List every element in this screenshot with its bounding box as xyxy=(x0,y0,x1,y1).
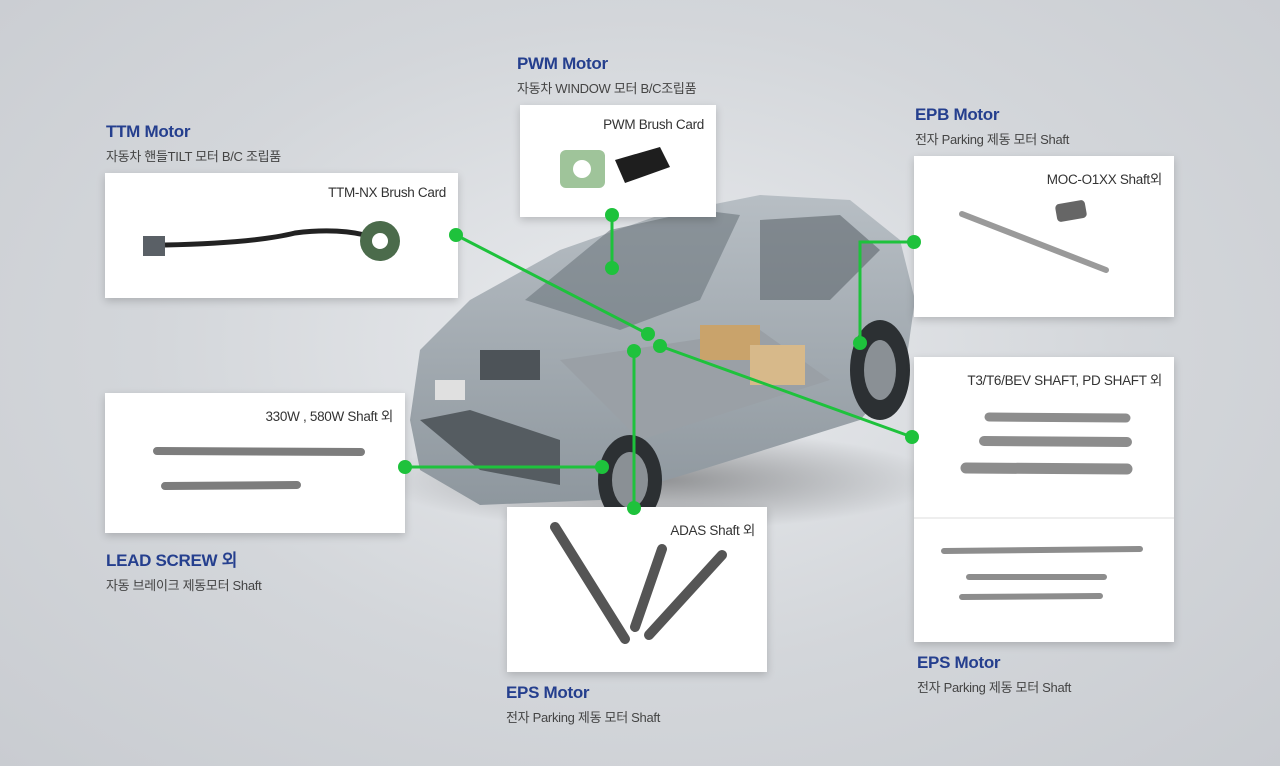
pwm-title: PWM Motor xyxy=(517,54,608,73)
epb-title: EPB Motor xyxy=(915,105,1000,124)
shaft-image xyxy=(914,412,1174,600)
eps-right-heading: EPS Motor 전자 Parking 제동 모터 Shaft xyxy=(917,653,1071,696)
t3-card: T3/T6/BEV SHAFT, PD SHAFT 외 xyxy=(914,357,1174,642)
lead-subtitle: 자동 브레이크 제동모터 Shaft xyxy=(106,578,262,593)
ttm-heading: TTM Motor 자동차 핸들TILT 모터 B/C 조립품 xyxy=(106,122,281,165)
pwm-caption: PWM Brush Card xyxy=(603,117,704,132)
lead-heading: LEAD SCREW 외 자동 브레이크 제동모터 Shaft xyxy=(106,546,262,594)
epb-caption: MOC-O1XX Shaft외 xyxy=(1046,172,1163,187)
shaft-image xyxy=(153,447,365,490)
pwm-card: PWM Brush Card xyxy=(520,105,716,217)
brush-card-image xyxy=(560,147,670,188)
eps-right-title: EPS Motor xyxy=(917,653,1001,672)
lead-card: 330W , 580W Shaft 외 xyxy=(105,393,405,533)
eps-right-subtitle: 전자 Parking 제동 모터 Shaft xyxy=(917,680,1072,695)
lead-title: LEAD SCREW 외 xyxy=(106,551,238,570)
lead-caption: 330W , 580W Shaft 외 xyxy=(265,409,393,424)
epb-card: MOC-O1XX Shaft외 xyxy=(914,156,1174,317)
epb-heading: EPB Motor 전자 Parking 제동 모터 Shaft xyxy=(915,105,1069,148)
pwm-subtitle: 자동차 WINDOW 모터 B/C조립품 xyxy=(517,81,697,96)
ttm-title: TTM Motor xyxy=(106,122,191,141)
shaft-image xyxy=(550,522,727,644)
epb-subtitle: 전자 Parking 제동 모터 Shaft xyxy=(915,132,1070,147)
adas-title: EPS Motor xyxy=(506,683,590,702)
adas-card: ADAS Shaft 외 xyxy=(507,507,767,672)
adas-caption: ADAS Shaft 외 xyxy=(670,523,755,538)
adas-heading: EPS Motor 전자 Parking 제동 모터 Shaft xyxy=(506,683,660,726)
brush-card-image xyxy=(143,221,400,261)
shaft-image xyxy=(959,200,1109,273)
ttm-caption: TTM-NX Brush Card xyxy=(328,185,446,200)
t3-caption: T3/T6/BEV SHAFT, PD SHAFT 외 xyxy=(967,373,1162,388)
ttm-subtitle: 자동차 핸들TILT 모터 B/C 조립품 xyxy=(106,149,281,164)
pwm-heading: PWM Motor 자동차 WINDOW 모터 B/C조립품 xyxy=(517,54,697,97)
ttm-card: TTM-NX Brush Card xyxy=(105,173,458,298)
adas-subtitle: 전자 Parking 제동 모터 Shaft xyxy=(506,710,661,725)
